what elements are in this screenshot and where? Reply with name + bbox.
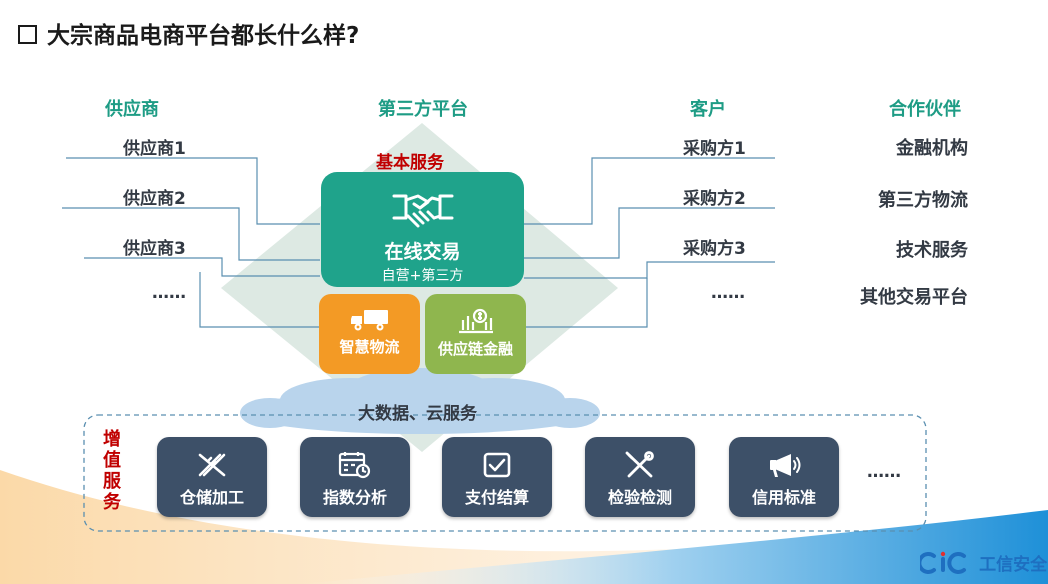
cloud-shape [240, 368, 600, 434]
column-header-customers: 客户 [690, 99, 726, 120]
service-warehousing-label: 仓储加工 [179, 488, 244, 507]
buyer-connector-3 [524, 261, 775, 279]
value-added-label-char: 务 [103, 492, 121, 513]
service-inspection-label: 检验检测 [607, 488, 672, 507]
service-warehousing[interactable]: 仓储加工 [157, 437, 267, 517]
supplier-more: …… [152, 283, 186, 303]
supplier-item: 供应商3 [123, 239, 186, 259]
value-added-more: …… [867, 462, 901, 482]
partner-item: 技术服务 [896, 240, 968, 261]
service-payment-settlement-label: 支付结算 [464, 488, 529, 507]
truck-icon [350, 310, 388, 331]
value-added-label-char: 值 [103, 450, 121, 471]
partner-item: 第三方物流 [878, 190, 968, 211]
column-header-platform: 第三方平台 [378, 99, 468, 120]
supplier-item: 供应商1 [123, 139, 186, 159]
buyer-more: …… [711, 283, 745, 303]
supplier-connector-more [199, 272, 320, 328]
handshake-icon [392, 194, 453, 228]
supply-chain-finance-label: 供应链金融 [437, 340, 513, 358]
finance-chart-icon [458, 308, 493, 334]
partner-item: 金融机构 [896, 138, 968, 159]
brand-logo: 工信安全 [917, 550, 1048, 576]
buyer-connector-more [526, 278, 648, 328]
buyer-item: 采购方3 [683, 239, 746, 259]
calendar-chart-icon [338, 452, 371, 479]
value-added-frame [83, 414, 927, 532]
buyer-item: 采购方1 [683, 139, 746, 159]
title-text: 大宗商品电商平台都长什么样? [47, 23, 360, 49]
value-added-label-char: 服 [103, 471, 121, 492]
cloud-service-label: 大数据、云服务 [358, 404, 477, 424]
supplier-connector-1 [66, 157, 320, 225]
online-trading-title: 在线交易 [384, 241, 461, 263]
basic-service-label: 基本服务 [376, 153, 444, 173]
column-header-suppliers: 供应商 [105, 99, 159, 120]
value-added-label-char: 增 [103, 429, 121, 450]
service-inspection[interactable]: 检验检测 [585, 437, 695, 517]
service-index-analysis[interactable]: 指数分析 [300, 437, 410, 517]
supply-chain-finance-box: 供应链金融 [425, 294, 526, 374]
online-trading-box: 在线交易 自营+第三方 [321, 172, 524, 287]
service-credit-standard[interactable]: 信用标准 [729, 437, 839, 517]
buyer-connector-1 [524, 157, 775, 225]
service-payment-settlement[interactable]: 支付结算 [442, 437, 552, 517]
service-credit-standard-label: 信用标准 [751, 488, 816, 507]
value-added-label: 增 值 服 务 [101, 429, 123, 513]
supplier-item: 供应商2 [123, 189, 186, 209]
buyer-item: 采购方2 [683, 189, 746, 209]
cic-logo-icon [917, 551, 966, 574]
supplier-connector-2 [62, 207, 320, 261]
smart-logistics-label: 智慧物流 [339, 338, 400, 356]
ruler-pencil-icon [198, 453, 226, 477]
wrench-screwdriver-icon [625, 451, 654, 478]
online-trading-subtitle: 自营+第三方 [381, 268, 464, 284]
service-index-analysis-label: 指数分析 [322, 488, 387, 507]
brand-logo-text: 工信安全 [979, 555, 1048, 575]
column-header-partners: 合作伙伴 [889, 99, 961, 120]
partner-item: 其他交易平台 [860, 287, 968, 308]
title-square-icon [18, 25, 37, 44]
supplier-connector-3 [84, 257, 320, 277]
checkbox-icon [483, 452, 511, 478]
megaphone-icon [770, 454, 801, 477]
smart-logistics-box: 智慧物流 [319, 294, 420, 374]
page-title: 大宗商品电商平台都长什么样? [18, 16, 359, 50]
buyer-connector-2 [524, 207, 775, 259]
